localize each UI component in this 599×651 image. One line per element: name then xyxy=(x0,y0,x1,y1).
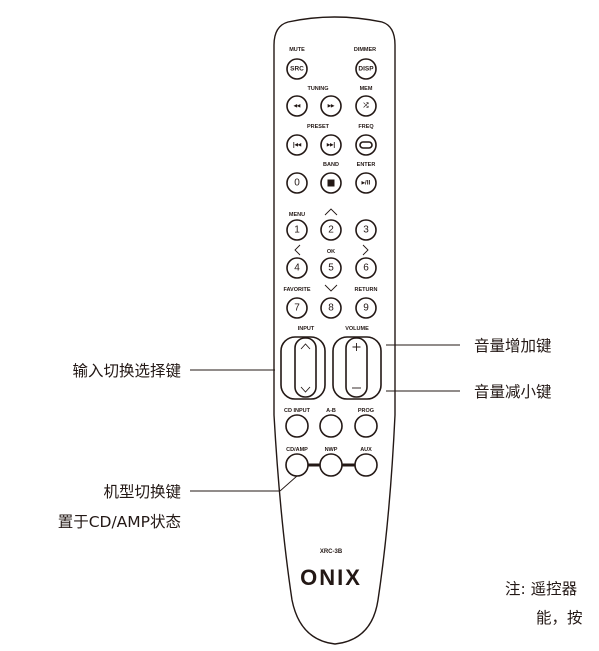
repeat-icon xyxy=(359,141,373,149)
chevron-down-icon xyxy=(300,386,311,393)
number-6-button[interactable]: 6 xyxy=(355,257,377,279)
number-1-label: 1 xyxy=(294,225,300,236)
number-3-button[interactable]: 3 xyxy=(355,219,377,241)
volume-rocker[interactable] xyxy=(345,337,368,398)
brand-logo: ONIX xyxy=(300,565,362,590)
plus-icon xyxy=(352,343,361,351)
cd-amp-label: CD/AMP xyxy=(286,447,308,453)
tuning-label: TUNING xyxy=(307,86,328,92)
ab-button[interactable] xyxy=(319,414,343,438)
zero-button-label: 0 xyxy=(294,178,300,189)
zero-button[interactable]: 0 xyxy=(286,172,308,194)
play-pause-icon: ▸/II xyxy=(361,180,371,187)
preset-next-button[interactable]: ▸▸| xyxy=(320,134,342,156)
mute-label: MUTE xyxy=(289,47,305,53)
tuning-down-button[interactable]: ◂◂ xyxy=(286,95,308,117)
preset-prev-button[interactable]: |◂◂ xyxy=(286,134,308,156)
tuning-up-button[interactable]: ▸▸ xyxy=(320,95,342,117)
chevron-up-icon xyxy=(324,208,338,216)
chevron-left-icon xyxy=(294,244,301,256)
enter-label: ENTER xyxy=(357,162,376,168)
chevron-down-icon xyxy=(324,284,338,292)
number-9-label: 9 xyxy=(363,303,369,314)
chevron-right-icon xyxy=(362,244,369,256)
preset-label: PRESET xyxy=(307,124,330,130)
return-label: RETURN xyxy=(355,287,378,293)
model-number: XRC-3B xyxy=(320,549,343,555)
input-select-annotation: 输入切换选择键 xyxy=(72,362,181,380)
stop-icon xyxy=(327,179,335,187)
number-1-button[interactable]: 1 xyxy=(286,219,308,241)
nwp-mode-button[interactable] xyxy=(319,453,343,477)
mode-switch-annotation-line1: 机型切换键 xyxy=(103,483,181,501)
volume-down-annotation: 音量减小键 xyxy=(474,383,552,401)
aux-mode-button[interactable] xyxy=(354,453,378,477)
aux-label: AUX xyxy=(360,447,372,453)
number-6-label: 6 xyxy=(363,263,369,274)
number-5-label: 5 xyxy=(328,263,334,274)
volume-up-annotation: 音量增加键 xyxy=(474,337,552,355)
disp-button[interactable]: DISP xyxy=(355,58,377,80)
number-8-label: 8 xyxy=(328,303,334,314)
cd-input-button[interactable] xyxy=(285,414,309,438)
number-5-button[interactable]: 5 xyxy=(320,257,342,279)
ab-label: A-B xyxy=(326,408,336,414)
freq-button[interactable] xyxy=(355,134,377,156)
number-7-label: 7 xyxy=(294,303,300,314)
number-8-button[interactable]: 8 xyxy=(320,297,342,319)
prog-label: PROG xyxy=(358,408,374,414)
note-line2: 能，按 xyxy=(536,609,583,627)
number-9-button[interactable]: 9 xyxy=(355,297,377,319)
number-2-label: 2 xyxy=(328,225,334,236)
prog-button[interactable] xyxy=(354,414,378,438)
band-label: BAND xyxy=(323,162,339,168)
skip-back-icon: |◂◂ xyxy=(293,142,302,149)
dimmer-label: DIMMER xyxy=(354,47,376,53)
number-4-label: 4 xyxy=(294,263,300,274)
src-button[interactable]: SRC xyxy=(286,58,308,80)
cd-amp-mode-button[interactable] xyxy=(285,453,309,477)
ok-label: OK xyxy=(327,249,335,255)
mem-label: MEM xyxy=(360,86,373,92)
note-line1: 注: 遥控器 xyxy=(505,580,578,598)
freq-label: FREQ xyxy=(358,124,374,130)
disp-button-label: DISP xyxy=(358,66,374,73)
cd-input-label: CD INPUT xyxy=(284,408,311,414)
input-rocker[interactable] xyxy=(294,337,317,398)
mode-switch-annotation-line2: 置于CD/AMP状态 xyxy=(58,513,181,531)
stop-button[interactable] xyxy=(320,172,342,194)
nwp-label: NWP xyxy=(325,447,338,453)
chevron-up-icon xyxy=(300,343,311,350)
volume-label: VOLUME xyxy=(345,326,369,332)
play-pause-button[interactable]: ▸/II xyxy=(355,172,377,194)
fast-forward-icon: ▸▸ xyxy=(327,103,335,110)
rewind-icon: ◂◂ xyxy=(293,103,301,110)
shuffle-icon: ⤮ xyxy=(362,103,369,110)
mode-leader-diagonal xyxy=(279,475,298,492)
input-label: INPUT xyxy=(298,326,315,332)
mem-button[interactable]: ⤮ xyxy=(355,95,377,117)
skip-forward-icon: ▸▸| xyxy=(326,142,336,149)
favorite-label: FAVORITE xyxy=(283,287,310,293)
number-3-label: 3 xyxy=(363,225,369,236)
menu-label: MENU xyxy=(289,212,305,218)
src-button-label: SRC xyxy=(290,66,304,73)
number-2-button[interactable]: 2 xyxy=(320,219,342,241)
number-7-button[interactable]: 7 xyxy=(286,297,308,319)
number-4-button[interactable]: 4 xyxy=(286,257,308,279)
